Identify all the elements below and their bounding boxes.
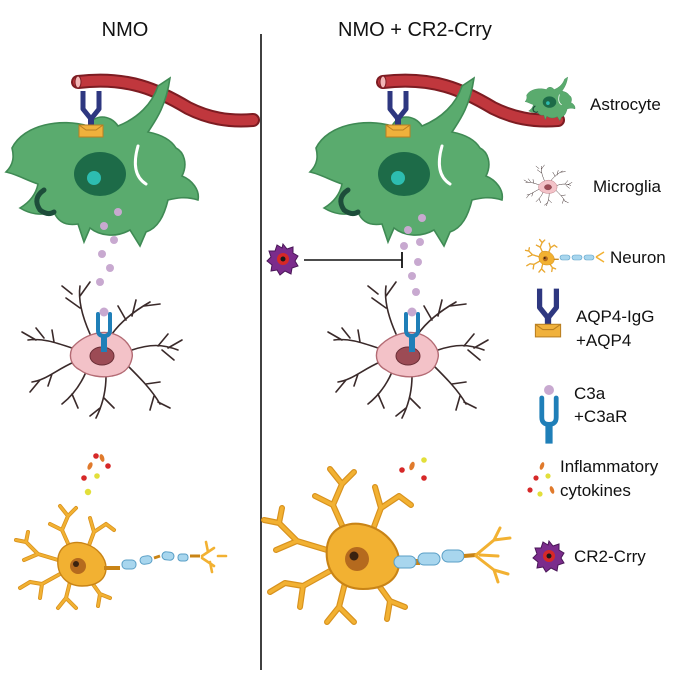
legend-cytokines-icon [527,462,555,497]
left-cytokines [81,453,111,496]
legend-aqp4-igg-icon [535,289,560,337]
right-c3a-release [400,214,426,296]
legend-c3a-label-line2: +C3aR [574,407,627,426]
legend-cytokines-label-line1: Inflammatory [560,457,659,476]
legend-cytokines-label-line2: cytokines [560,481,631,500]
legend-aqp4-label-line1: AQP4-IgG [576,307,654,326]
left-aqp4-igg-complex [79,91,103,137]
right-panel-title: NMO + CR2-Crry [338,19,492,41]
legend-cr2-crry-icon [532,540,565,573]
legend-microglia-icon [523,164,573,207]
legend-neuron-label: Neuron [610,248,666,267]
right-cr2-crry-inhibitor [266,243,299,276]
right-neuron-axon [393,526,512,584]
right-neuron [264,469,420,622]
legend-c3a-label-line1: C3a [574,384,606,403]
right-aqp4-igg-complex [386,91,410,137]
legend-aqp4-label-line2: +AQP4 [576,331,631,350]
left-panel-title: NMO [102,19,149,41]
legend-cr2-crry-label: CR2-Crry [574,547,646,566]
legend-neuron-icon [524,238,605,273]
right-cytokines [399,457,427,481]
right-bound-c3a [407,307,417,317]
legend: Astrocyte Microglia Neuron AQP4-IgG +AQP… [523,76,666,573]
inhibition-arrow [304,252,403,268]
left-neuron [14,504,228,610]
legend-microglia-label: Microglia [593,177,662,196]
right-microglia [327,281,489,419]
legend-astrocyte-label: Astrocyte [590,95,661,114]
left-bound-c3a [99,307,109,317]
legend-c3a-icon [542,385,556,444]
left-c3a-release [96,208,122,286]
